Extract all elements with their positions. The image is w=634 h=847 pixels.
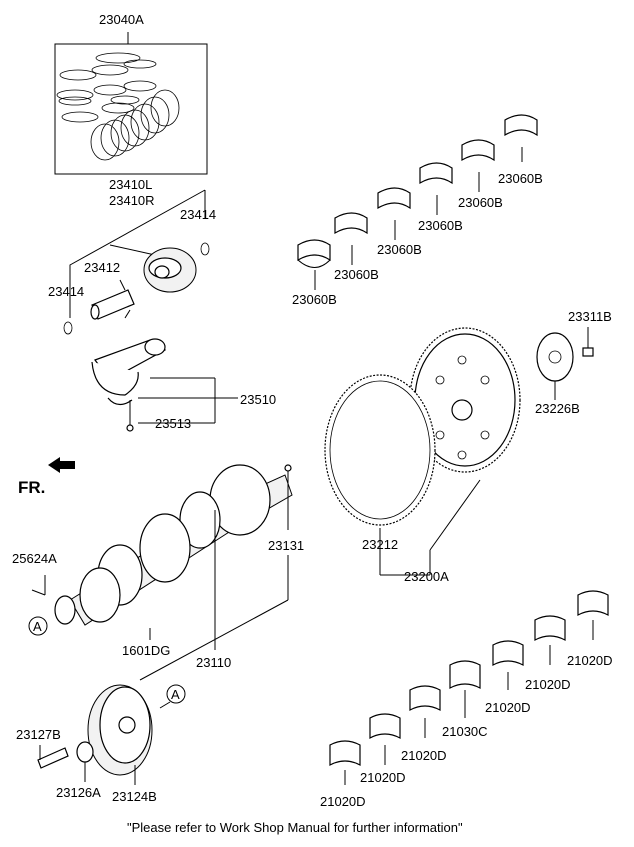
label-21020D-1: 21020D [320,794,366,809]
label-1601DG: 1601DG [122,643,170,658]
front-label: FR. [18,478,45,497]
label-23410R: 23410R [109,193,155,208]
label-21020D-5: 21020D [525,677,571,692]
label-21020D-3: 21020D [401,748,447,763]
label-23200A: 23200A [404,569,449,584]
label-21020D-6: 21020D [567,653,613,668]
label-23040A: 23040A [99,12,144,27]
label-23412: 23412 [84,260,120,275]
crank-pulley [87,684,171,785]
reference-circle-a-2: A [166,684,186,704]
washer [76,741,94,782]
label-21020D-4: 21020D [485,700,531,715]
adapter-plate [536,332,574,400]
piston-assembly [63,189,210,335]
reference-circle-a-1-label: A [33,619,42,634]
label-23060B-6: 23060B [498,171,543,186]
label-23410L: 23410L [109,177,152,192]
key [31,575,46,596]
label-23510: 23510 [240,392,276,407]
pulley-bolt [37,745,69,769]
label-25624A: 25624A [12,551,57,566]
label-23226B: 23226B [535,401,580,416]
label-23131: 23131 [268,538,304,553]
label-23212: 23212 [362,537,398,552]
label-23060B-5: 23060B [458,195,503,210]
label-21030C: 21030C [442,724,488,739]
piston-ring-set [54,32,208,175]
flywheel-bolt [582,327,594,357]
label-23126A: 23126A [56,785,101,800]
label-23110: 23110 [196,655,231,670]
label-23127B: 23127B [16,727,61,742]
label-23124B: 23124B [112,789,157,804]
label-23060B-3: 23060B [377,242,422,257]
label-23311B: 23311B [568,309,612,324]
upper-bearing-set [297,114,538,290]
label-23414-top: 23414 [180,207,216,222]
lower-bearing-set [329,590,609,785]
label-21020D-2: 21020D [360,770,406,785]
front-arrow [48,457,75,473]
label-23060B-4: 23060B [418,218,463,233]
drive-plate [409,327,521,473]
ring-gear [324,374,436,526]
reference-circle-a-2-label: A [171,687,180,702]
label-23060B-2: 23060B [334,267,379,282]
reference-circle-a-1: A [28,616,48,636]
label-23414-bottom: 23414 [48,284,84,299]
crankshaft [54,464,293,681]
label-23060B-1: 23060B [292,292,337,307]
footer-note: "Please refer to Work Shop Manual for fu… [127,820,463,835]
connecting-rod [91,338,238,432]
label-23513: 23513 [155,416,191,431]
